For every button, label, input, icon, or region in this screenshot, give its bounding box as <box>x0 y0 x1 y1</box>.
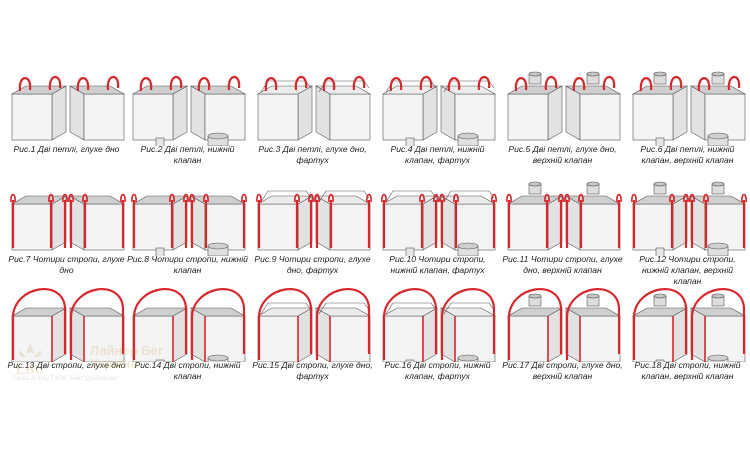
bigbag-illustration-icon <box>506 288 622 362</box>
figure-caption: Рис.9 Чотири стропи, глухе дно, фартух <box>254 254 371 275</box>
figure-5: Рис.5 Дві петлі, глухе дно, верхній клап… <box>500 66 625 178</box>
bigbag-illustration-icon <box>381 190 497 256</box>
bigbag-illustration-icon <box>506 181 622 251</box>
figure-caption: Рис.8 Чотири стропи, нижній клапан <box>127 254 248 275</box>
figure-caption: Рис.13 Дві стропи, глухе дно <box>7 360 126 370</box>
figure-15: Рис.15 Дві стропи, глухе дно, фартух <box>250 282 375 394</box>
figure-9: Рис.9 Чотири стропи, глухе дно, фартух <box>250 176 375 288</box>
bigbag-illustration-icon <box>381 288 497 362</box>
figure-8: Рис.8 Чотири стропи, нижній клапан <box>125 176 250 288</box>
figure-caption: Рис.10 Чотири стропи, нижній клапан, фар… <box>389 254 486 275</box>
bigbag-illustration-icon <box>131 193 247 256</box>
svg-text:LBU: LBU <box>16 363 45 378</box>
figure-caption: Рис.4 Дві петлі, нижній клапан, фартух <box>390 144 485 165</box>
figure-caption: Рис.17 Дві стропи, глухе дно, верхній кл… <box>502 360 623 381</box>
figure-14: Рис.14 Дві стропи, нижній клапан <box>125 282 250 394</box>
watermark-brand-line2: Україна <box>90 356 139 371</box>
bigbag-illustration-icon <box>10 288 126 362</box>
bigbag-illustration-icon <box>631 288 747 362</box>
watermark-logo: LBU Лайнер Бег Україна Ланка зв'язку ТзО… <box>6 338 186 388</box>
figure-3: Рис.3 Дві петлі, глухе дно, фартух <box>250 66 375 178</box>
figure-2: Рис.2 Дві петлі, нижній клапан <box>125 66 250 178</box>
figure-18: Рис.18 Дві стропи, нижній клапан, верхні… <box>625 282 750 394</box>
figure-16: Рис.16 Дві стропи, нижній клапан, фартух <box>375 282 500 394</box>
figure-1: Рис.1 Дві петлі, глухе дно <box>4 66 129 178</box>
figure-7: Рис.7 Чотири стропи, глухе дно <box>4 176 129 288</box>
figure-4: Рис.4 Дві петлі, нижній клапан, фартух <box>375 66 500 178</box>
figure-10: Рис.10 Чотири стропи, нижній клапан, фар… <box>375 176 500 288</box>
watermark-subtitle: Ланка зв'язку ТзОВ "Бийт"Дунбоасоні" <box>12 376 119 382</box>
bigbag-illustration-icon <box>506 71 622 141</box>
figure-caption: Рис.1 Дві петлі, глухе дно <box>13 144 120 154</box>
bigbag-illustration-icon <box>10 75 126 141</box>
watermark-brand: Лайнер Бег Україна <box>90 344 163 370</box>
figure-caption: Рис.11 Чотири стропи, глухе дно, верхній… <box>502 254 623 275</box>
bigbag-illustration-icon <box>631 71 747 146</box>
figure-caption: Рис.14 Дві стропи, нижній клапан <box>134 360 241 381</box>
bigbag-illustration-icon <box>381 75 497 146</box>
bigbag-illustration-icon <box>10 193 126 251</box>
figure-caption: Рис.18 Дві стропи, нижній клапан, верхні… <box>634 360 741 381</box>
figure-caption: Рис.6 Дві петлі, нижній клапан, верхній … <box>640 144 735 165</box>
figure-17: Рис.17 Дві стропи, глухе дно, верхній кл… <box>500 282 625 394</box>
watermark-brand-line1: Лайнер Бег <box>90 343 164 358</box>
figure-caption: Рис.3 Дві петлі, глухе дно, фартух <box>258 144 367 165</box>
figure-13: Рис.13 Дві стропи, глухе дно <box>4 282 129 394</box>
figure-caption: Рис.2 Дві петлі, нижній клапан <box>140 144 235 165</box>
figure-caption: Рис.7 Чотири стропи, глухе дно <box>8 254 125 275</box>
bigbag-illustration-icon <box>256 190 372 251</box>
figure-caption: Рис.5 Дві петлі, глухе дно, верхній клап… <box>508 144 617 165</box>
bigbag-illustration-icon <box>131 75 247 146</box>
figure-12: Рис.12 Чотири стропи, нижній клапан, вер… <box>625 176 750 288</box>
figure-11: Рис.11 Чотири стропи, глухе дно, верхній… <box>500 176 625 288</box>
bigbag-illustration-icon <box>131 288 247 362</box>
bigbag-illustration-icon <box>631 181 747 256</box>
bigbag-illustration-icon <box>256 75 372 141</box>
figure-caption: Рис.12 Чотири стропи, нижній клапан, вер… <box>639 254 736 286</box>
lbu-logo-icon: LBU <box>16 343 45 378</box>
figure-caption: Рис.15 Дві стропи, глухе дно, фартух <box>252 360 373 381</box>
figure-caption: Рис.16 Дві стропи, нижній клапан, фартух <box>384 360 491 381</box>
bigbag-illustration-icon <box>256 288 372 362</box>
figure-6: Рис.6 Дві петлі, нижній клапан, верхній … <box>625 66 750 178</box>
